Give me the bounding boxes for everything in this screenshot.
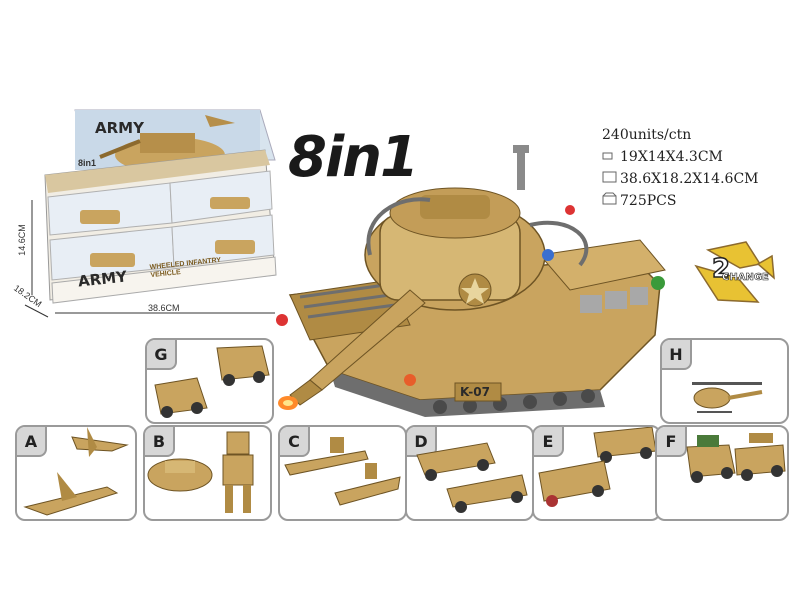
- panel-letter: H: [662, 340, 692, 370]
- tank-illustration: [276, 145, 666, 417]
- hovercraft-and-robot-illustration: [147, 431, 254, 513]
- box-height-dimension: 14.6CM: [16, 224, 27, 256]
- mode-panel-d: D: [405, 425, 534, 521]
- box-width-dimension: 38.6CM: [148, 303, 180, 313]
- carton-specs: 240units/ctn 19X14X4.3CM 38.6X18.2X14.6C…: [602, 124, 759, 212]
- spec-carton-size: 38.6X18.2X14.6CM: [602, 168, 759, 190]
- change-badge: 2 CHANGE: [688, 238, 780, 310]
- spec-piece-count: 725PCS: [602, 190, 759, 212]
- tank-marking: K-07: [460, 385, 490, 399]
- large-box-icon: [602, 170, 620, 188]
- set-count-headline: 8in1: [288, 125, 419, 190]
- panel-letter: C: [280, 427, 310, 457]
- spec-units-per-carton: 240units/ctn: [602, 124, 759, 146]
- spec-text: 725PCS: [620, 193, 677, 209]
- panel-letter: B: [145, 427, 175, 457]
- main-tank-image: K-07: [270, 145, 675, 425]
- display-box-image: ARMY 8in1 ARMY WHEELED INFANTRY VEHICLE …: [12, 105, 285, 320]
- mode-panel-b: B: [143, 425, 272, 521]
- change-arrows-icon: [694, 241, 775, 303]
- change-number: 2: [711, 253, 731, 285]
- panel-letter: E: [534, 427, 564, 457]
- panel-letter: G: [147, 340, 177, 370]
- boats-illustration: [284, 437, 401, 506]
- plane-and-helicopter-illustration: [692, 382, 763, 413]
- fighter-jets-illustration: [23, 427, 129, 516]
- spec-package-size: 19X14X4.3CM: [602, 146, 759, 168]
- mode-panel-c: C: [278, 425, 407, 521]
- mode-panel-h: H: [660, 338, 789, 424]
- mode-panel-g: G: [145, 338, 274, 424]
- panel-letter: F: [657, 427, 687, 457]
- spec-text: 240units/ctn: [602, 127, 692, 143]
- box-brand-label: ARMY: [95, 119, 144, 137]
- spec-text: 19X14X4.3CM: [620, 149, 723, 165]
- box-badge-label: 8in1: [78, 158, 97, 168]
- pieces-box-icon: [602, 192, 620, 210]
- armored-trucks-illustration: [154, 345, 270, 418]
- mode-panel-f: F: [655, 425, 789, 521]
- mode-panel-e: E: [532, 425, 661, 521]
- missile-trucks-illustration: [686, 433, 786, 483]
- small-box-icon: [602, 149, 620, 165]
- armored-cars-illustration: [416, 442, 528, 513]
- armored-trucks-illustration: [538, 427, 657, 507]
- change-text: CHANGE: [722, 272, 769, 284]
- spec-text: 38.6X18.2X14.6CM: [620, 171, 759, 187]
- panel-letter: A: [17, 427, 47, 457]
- display-box-illustration: [24, 109, 277, 318]
- mode-panel-a: A: [15, 425, 137, 521]
